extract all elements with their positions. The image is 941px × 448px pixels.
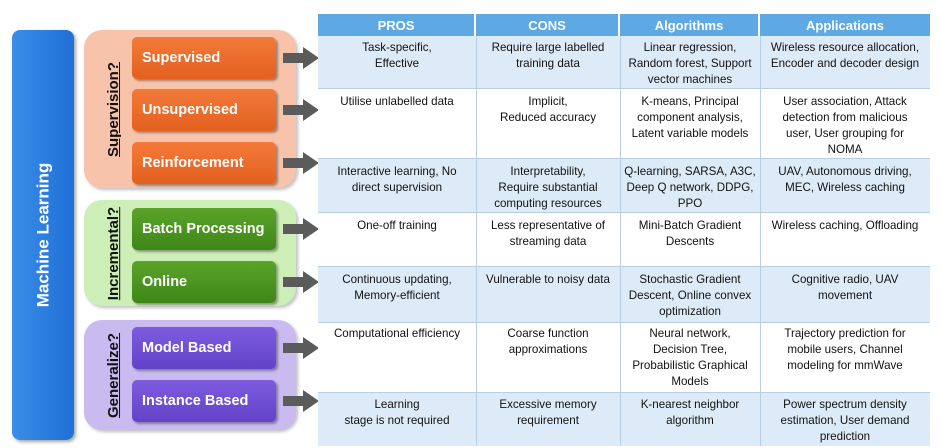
generalize-label: Generalize? (105, 332, 123, 418)
cell-online-cons: Vulnerable to noisy data (486, 273, 610, 286)
arrow-unsupervised-icon (283, 99, 319, 121)
incremental-label: Incremental? (105, 206, 123, 300)
table-row-bg (318, 266, 930, 322)
incremental-label-wrap: Incremental? (100, 200, 128, 306)
table-row-bg (318, 322, 930, 392)
cell-reinforcement-applications: UAV, Autonomous driving, MEC, Wireless c… (778, 165, 912, 194)
supervised-method: Supervised (132, 37, 276, 79)
cell-batch-cons: Less representative of streaming data (490, 219, 606, 248)
cell-supervised-applications: Wireless resource allocation, Encoder an… (770, 41, 920, 70)
row-divider (318, 322, 930, 323)
cell-model-based-applications: Trajectory prediction for mobile users, … (784, 327, 906, 372)
cell-model-based-pros: Computational efficiency (333, 327, 461, 340)
arrow-model-based-icon (283, 337, 319, 359)
arrow-supervised-icon (283, 47, 319, 69)
supervision-label-wrap: Supervision? (100, 30, 128, 188)
cell-supervised-cons: Require large labelled training data (491, 41, 605, 70)
supervision-label: Supervision? (105, 61, 123, 157)
generalize-label-wrap: Generalize? (100, 320, 128, 430)
model-based-method: Model Based (132, 327, 276, 369)
machine-learning-bar (12, 30, 74, 440)
batch-processing-method: Batch Processing (132, 208, 276, 250)
cell-reinforcement-algorithms: Q-learning, SARSA, A3C, Deep Q network, … (624, 165, 756, 210)
cell-supervised-algorithms: Linear regression, Random forest, Suppor… (628, 41, 752, 86)
arrow-batch-icon (283, 218, 319, 240)
arrow-reinforcement-icon (283, 152, 319, 174)
row-divider (318, 392, 930, 393)
cell-instance-based-algorithms: K-nearest neighbor algorithm (640, 398, 740, 427)
row-divider (318, 158, 930, 159)
cell-batch-algorithms: Mini-Batch Gradient Descents (638, 219, 742, 248)
header-pros: PROS (318, 14, 476, 36)
table-row-bg (318, 392, 930, 446)
header-algorithms: Algorithms (620, 14, 760, 36)
column-divider (476, 36, 477, 446)
cell-model-based-algorithms: Neural network, Decision Tree, Probabili… (632, 327, 748, 388)
reinforcement-method: Reinforcement (132, 142, 276, 184)
cell-batch-pros: One-off training (357, 219, 437, 232)
arrow-instance-based-icon (283, 390, 319, 412)
cell-supervised-pros: Task-specific, Effective (362, 41, 432, 70)
cell-model-based-cons: Coarse function approximations (507, 327, 589, 356)
table-row-bg (318, 36, 930, 88)
cell-reinforcement-pros: Interactive learning, No direct supervis… (337, 165, 457, 194)
online-method: Online (132, 261, 276, 303)
cell-online-pros: Continuous updating, Memory-efficient (342, 273, 452, 302)
cell-unsupervised-applications: User association, Attack detection from … (782, 95, 908, 156)
row-divider (318, 88, 930, 89)
column-divider (760, 36, 761, 446)
cell-unsupervised-algorithms: K-means, Principal component analysis, L… (631, 95, 749, 140)
arrow-online-icon (283, 271, 319, 293)
machine-learning-label-wrap: Machine Learning (12, 30, 74, 440)
header-applications: Applications (760, 14, 930, 36)
table-row-bg (318, 158, 930, 212)
cell-unsupervised-cons: Implicit, Reduced accuracy (499, 95, 597, 124)
column-divider (620, 36, 621, 446)
row-divider (318, 266, 930, 267)
cell-instance-based-pros: Learning stage is not required (344, 398, 450, 427)
instance-based-method: Instance Based (132, 380, 276, 422)
cell-online-applications: Cognitive radio, UAV movement (791, 273, 899, 302)
cell-online-algorithms: Stochastic Gradient Descent, Online conv… (628, 273, 752, 318)
unsupervised-method: Unsupervised (132, 89, 276, 131)
table-row-bg (318, 88, 930, 158)
cell-instance-based-applications: Power spectrum density estimation, User … (780, 398, 910, 443)
table-row-bg (318, 212, 930, 266)
cell-batch-applications: Wireless caching, Offloading (771, 219, 919, 232)
cell-reinforcement-cons: Interpretability, Require substantial co… (494, 165, 602, 210)
cell-unsupervised-pros: Utilise unlabelled data (340, 95, 454, 108)
row-divider (318, 212, 930, 213)
cell-instance-based-cons: Excessive memory requirement (499, 398, 597, 427)
header-cons: CONS (476, 14, 620, 36)
machine-learning-label: Machine Learning (33, 162, 52, 308)
